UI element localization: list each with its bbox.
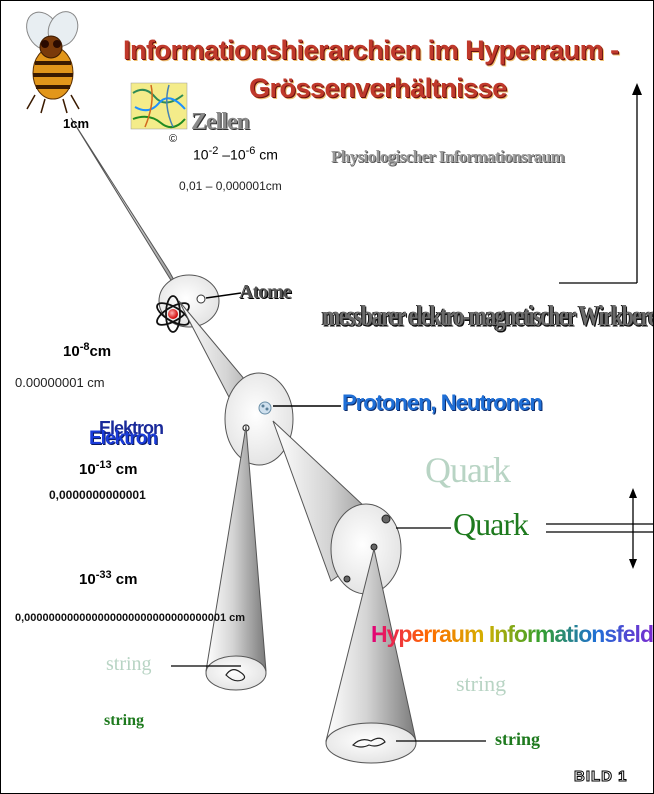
label-zellen: Zellen bbox=[191, 109, 249, 136]
label-hyperraum: Hyperraum Informationsfeld bbox=[371, 621, 653, 648]
nucleus-icon bbox=[259, 402, 271, 414]
quark-marker-3 bbox=[344, 576, 350, 582]
string-scale-power: 10-33 cm bbox=[79, 569, 137, 588]
title-line-1: Informationshierarchien im Hyperraum - bbox=[123, 35, 619, 66]
bee-icon bbox=[20, 6, 83, 113]
atom-scale-decimal: 0.00000001 cm bbox=[15, 375, 105, 390]
label-string-ghost-right: string bbox=[456, 671, 506, 697]
label-quark: Quark bbox=[453, 506, 528, 543]
cells-image-icon bbox=[131, 83, 187, 129]
nucleus-scale-power: 10-13 cm bbox=[79, 459, 137, 478]
title-line-2: Grössenverhältnisse bbox=[249, 73, 507, 104]
label-protonen-neutronen: Protonen, Neutronen bbox=[342, 390, 542, 416]
quark-marker-1 bbox=[382, 515, 390, 523]
arrow-up-small-icon bbox=[629, 488, 637, 498]
label-em-range: messbarer elektro-magnetischer Wirkberei… bbox=[322, 299, 654, 333]
cone-cap-string-right bbox=[326, 723, 416, 763]
copyright-mark: © bbox=[169, 133, 177, 145]
label-physio-space: Physiologischer Informationsraum bbox=[331, 147, 564, 167]
cell-scale-decimal: 0,01 – 0,000001cm bbox=[179, 179, 282, 193]
cone-cap-string-left bbox=[206, 656, 266, 690]
label-bild: BILD 1 bbox=[574, 768, 628, 785]
cell-scale-power: 10-2 –10-6 cm bbox=[193, 145, 278, 163]
label-1cm: 1cm bbox=[63, 116, 89, 131]
atom-marker bbox=[197, 295, 205, 303]
string-scale-decimal: 0,000000000000000000000000000000001 cm bbox=[15, 612, 245, 624]
label-string-right: string bbox=[495, 729, 540, 750]
label-elektron: Elektron bbox=[89, 428, 157, 450]
label-quark-ghost: Quark bbox=[425, 449, 510, 491]
nucleus-scale-decimal: 0,0000000000001 bbox=[49, 488, 146, 502]
arrow-up-icon bbox=[632, 83, 642, 95]
label-string-left: string bbox=[104, 712, 144, 730]
arrow-down-small-icon bbox=[629, 559, 637, 569]
cone-cap-nucleus bbox=[225, 373, 293, 465]
label-atome: Atome bbox=[239, 281, 291, 304]
atom-scale-power: 10-8cm bbox=[63, 341, 111, 360]
label-string-ghost-left: string bbox=[106, 653, 152, 676]
